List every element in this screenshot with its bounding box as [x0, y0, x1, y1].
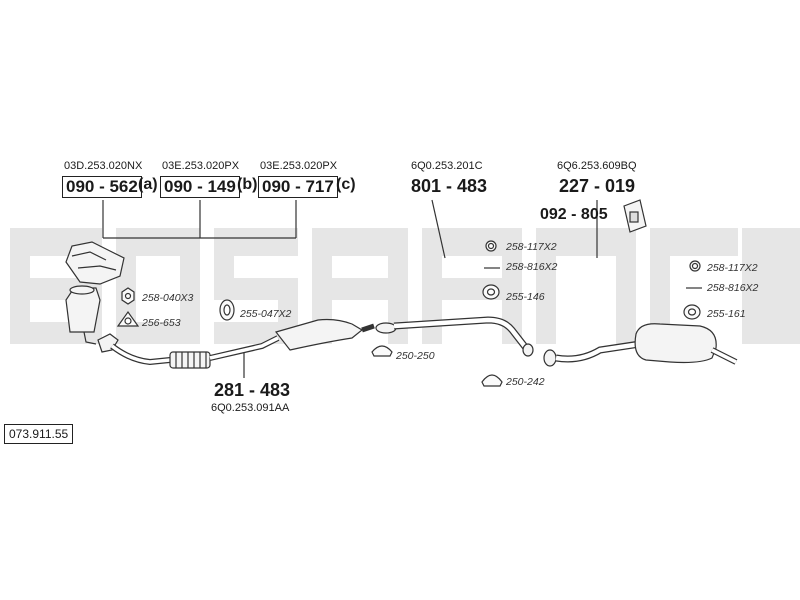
- rear-silencer-part: [543, 323, 738, 367]
- front-pipe-part-number[interactable]: 281 - 483: [214, 380, 291, 400]
- manifold-a-variant: (a): [138, 176, 158, 193]
- clamp-icon: [371, 345, 393, 357]
- leader-line: [431, 199, 446, 259]
- rear-silencer-part-number[interactable]: 227 - 019: [559, 176, 636, 196]
- fitting-label: 256-653: [142, 317, 181, 329]
- manifold-c-oem: 03E.253.020PX: [260, 160, 338, 172]
- manifold-b-variant: (b): [237, 176, 258, 193]
- middle-pipe-part-number[interactable]: 801 - 483: [411, 176, 488, 196]
- fitting-label: 250-242: [506, 376, 545, 388]
- catalog-number: 073.911.55: [4, 424, 74, 444]
- manifold-c-part-number[interactable]: 090 - 717: [258, 176, 338, 198]
- fitting-label: 258-117X2: [506, 241, 557, 253]
- manifold-c-variant: (c): [336, 176, 356, 193]
- fitting-label: 250-250: [396, 350, 435, 362]
- fitting-label: 258-816X2: [506, 261, 558, 273]
- manifold-a-oem: 03D.253.020NX: [64, 160, 143, 172]
- fitting-label: 258-040X3: [142, 292, 194, 304]
- manifold-b-oem: 03E.253.020PX: [162, 160, 240, 172]
- front-pipe-part: [97, 318, 375, 369]
- clamp-icon: [481, 374, 503, 387]
- fitting-label: 255-161: [707, 308, 746, 320]
- heat-shield-part-number[interactable]: 092 - 805: [540, 206, 608, 223]
- manifold-a-part-number[interactable]: 090 - 562: [62, 176, 142, 198]
- middle-pipe-oem: 6Q0.253.201C: [411, 160, 483, 172]
- rear-silencer-oem: 6Q6.253.609BQ: [557, 160, 637, 172]
- heat-shield-part: [623, 199, 647, 233]
- front-pipe-oem: 6Q0.253.091AA: [211, 402, 290, 414]
- fitting-label: 258-117X2: [707, 262, 758, 274]
- manifold-b-part-number[interactable]: 090 - 149: [160, 176, 240, 198]
- manifold-catalyst-part: [65, 241, 125, 345]
- middle-pipe-part: [375, 316, 534, 357]
- fitting-label: 255-146: [506, 291, 545, 303]
- fitting-label: 258-816X2: [707, 282, 759, 294]
- fitting-label: 255-047X2: [240, 308, 292, 320]
